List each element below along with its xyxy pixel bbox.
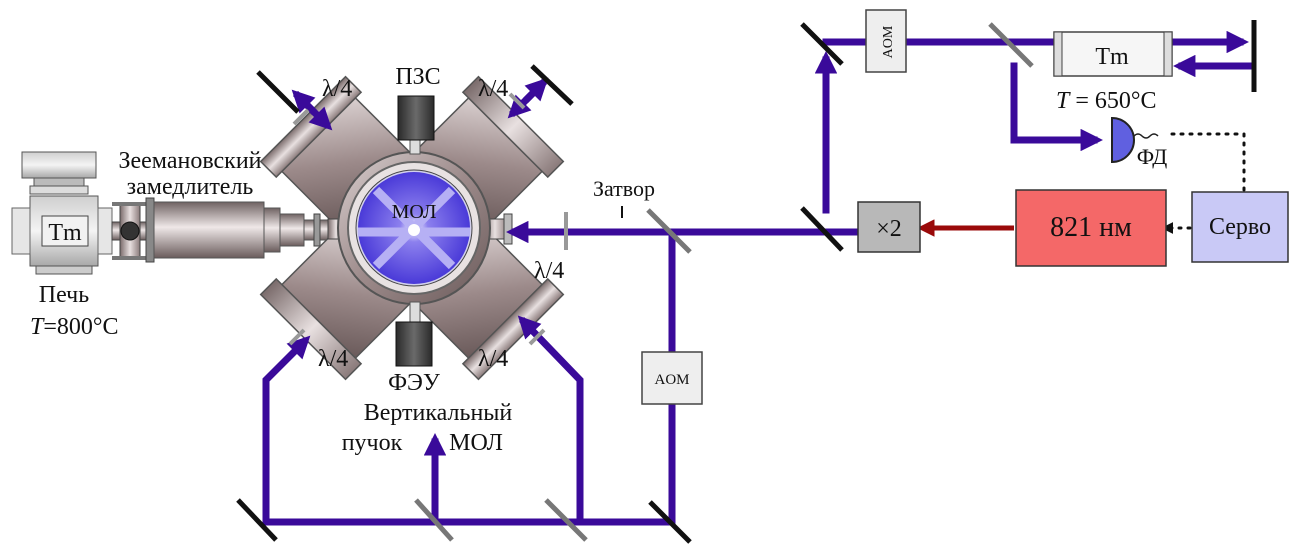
oven-temp-value: =800°C (43, 314, 118, 340)
aom-bottom[interactable]: AOM (641, 351, 703, 405)
qwp-top-right-label: λ/4 (478, 76, 508, 102)
cell-temp-symbol: T (1056, 88, 1071, 114)
splitter-main (646, 208, 692, 254)
laser-label: 821 нм (1050, 212, 1132, 243)
shutter-label: Затвор (593, 176, 655, 201)
oven: Tm (11, 151, 113, 275)
mirrors (236, 20, 1257, 544)
cell-element-label: Tm (1095, 44, 1129, 70)
splitter-right (544, 498, 588, 542)
splitter-vertical (414, 498, 454, 542)
zeeman-label-line1: Зеемановский (118, 148, 261, 174)
ccd-label: ПЗС (395, 64, 440, 90)
vertical-beam-label-line2: пучок (342, 430, 403, 456)
beam-lower-right (517, 315, 584, 526)
qwp-top-left-label: λ/4 (322, 76, 352, 102)
photodiode: ФД (1111, 116, 1167, 169)
qwp-bottom-left-label: λ/4 (318, 346, 348, 372)
laser-821nm[interactable]: 821 нм (1015, 189, 1167, 267)
frequency-doubler[interactable]: ×2 (857, 201, 921, 253)
servo-signal-line (1170, 132, 1246, 196)
oven-label: Печь (39, 282, 89, 308)
aom-top[interactable]: AOM (865, 9, 907, 73)
vertical-beam-label-line1: Вертикальный (364, 400, 513, 426)
beam-to-photodiode (1010, 62, 1103, 152)
ccd-camera: ПЗС (395, 64, 441, 155)
mirror-upper-corner (800, 22, 844, 66)
oven-temperature: T=800°C (30, 314, 119, 340)
mirror-bottom-right (648, 500, 692, 544)
mot-label: МОЛ (392, 201, 437, 223)
zeeman-slower (145, 197, 337, 263)
oven-cross-fitting (111, 202, 149, 260)
vacuum-chamber: МОЛ (259, 75, 565, 381)
splitter-top (988, 22, 1034, 68)
zeeman-label-line2: замедлитель (127, 174, 254, 200)
beam-lower-left (262, 335, 311, 526)
servo-label: Серво (1209, 214, 1271, 240)
pmt-label: ФЭУ (388, 370, 440, 396)
qwp-right-label: λ/4 (534, 258, 564, 284)
pmt: ФЭУ (388, 301, 440, 396)
aom-top-label: AOM (881, 25, 896, 58)
photodiode-label: ФД (1137, 144, 1167, 169)
aom-bottom-label: AOM (654, 372, 689, 388)
oven-temp-symbol: T (30, 314, 45, 340)
servo-box[interactable]: Серво (1191, 191, 1289, 263)
mirror-bottom-left (236, 498, 278, 542)
cell-temperature: T = 650°C (1056, 88, 1157, 114)
mirror-top-right (530, 64, 574, 106)
qwp-bottom-right-label: λ/4 (478, 346, 508, 372)
doubler-label: ×2 (876, 216, 902, 242)
tm-reference-cell: Tm (1053, 31, 1173, 77)
waveplates (288, 92, 623, 346)
oven-element-label: Tm (48, 220, 82, 246)
mirror-doubler-corner (800, 206, 844, 252)
vertical-beam-mot-label: МОЛ (449, 430, 503, 456)
cell-temp-value: = 650°C (1069, 88, 1156, 114)
mirror-top-left (256, 70, 300, 114)
